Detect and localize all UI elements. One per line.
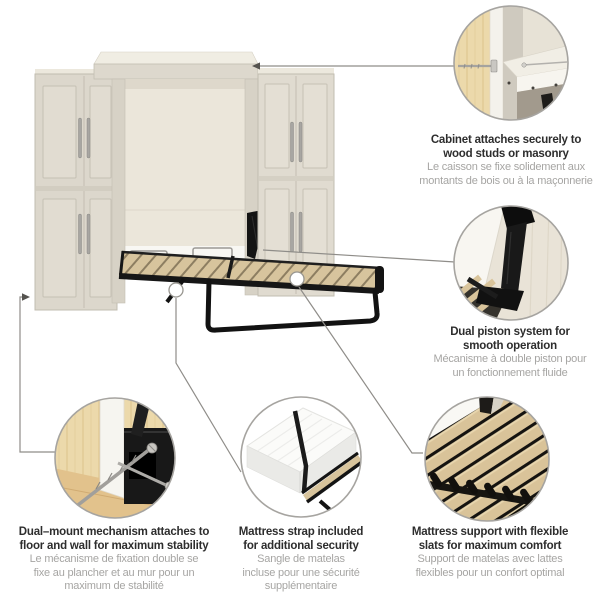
callout-mattress-strap: Mattress strap included for additional s… (226, 526, 376, 594)
wall-screw-icon (117, 461, 169, 488)
leader-dual-mount (19, 296, 57, 453)
leader-lines (19, 62, 456, 473)
callout-dual-piston: Dual piston system for smooth operation … (402, 326, 600, 380)
bed-leg-bar (205, 278, 380, 333)
bed-end-cap (375, 266, 384, 293)
left-cabinet-handles (78, 117, 91, 255)
callout-fr-line: Sangle de matelas (257, 553, 345, 565)
callout-en-line: wood studs or masonry (443, 147, 569, 160)
callout-fr-line: un fonctionnement fluide (452, 366, 568, 379)
detail-inset-cabinet-attachment (454, 6, 568, 120)
arrowhead-right-icon (22, 293, 30, 301)
callout-fr-line: incluse pour une sécurité (242, 566, 360, 579)
callout-en-line: floor and wall for maximum stability (19, 539, 209, 552)
callout-en-line: for additional security (243, 539, 359, 552)
callout-fr-line: fixe au plancher et au mur pour un (33, 566, 195, 579)
callout-en-line: slats for maximum comfort (418, 539, 562, 552)
callout-en-line: Dual piston system for (450, 326, 570, 338)
wall-screw-icon (522, 61, 568, 66)
detail-circle-dual-mount (54, 397, 176, 519)
callout-en-line: Cabinet attaches securely to (430, 134, 582, 146)
detail-inset-mattress-strap (241, 397, 361, 517)
callout-mattress-support: Mattress support with flexible slats for… (390, 526, 590, 580)
detail-inset-mattress-support (425, 397, 549, 521)
callout-fr-line: Mécanisme à double piston pour (433, 353, 587, 365)
murphy-bed-product (34, 51, 384, 333)
marker-dot-icon (289, 271, 305, 287)
callout-fr-line: Support de matelas avec lattes (417, 553, 563, 565)
callout-fr-line: montants de bois ou à la maçonnerie (419, 174, 593, 187)
marker-dot-icon (168, 282, 184, 298)
flexible-slat-caps (430, 472, 549, 507)
detail-inset-dual-piston (454, 206, 568, 320)
cabinet-left-wall (111, 78, 126, 304)
callout-fr-line: supplémentaire (264, 580, 338, 592)
leader-dual-piston (262, 249, 456, 263)
leader-mattress-strap (175, 298, 242, 473)
left-cabinet-top (35, 69, 117, 74)
floor-screw-icon (76, 447, 152, 507)
cornice-front (93, 63, 259, 80)
right-cabinet-handles (290, 121, 303, 253)
cabinet-interior-back (125, 79, 245, 273)
right-wardrobe-cabinet (257, 68, 335, 297)
arrowhead-left-icon (252, 62, 260, 70)
callout-en-line: Dual–mount mechanism attaches to (18, 526, 210, 538)
callout-fr-line: maximum de stabilité (64, 580, 164, 592)
callout-en-line: smooth operation (463, 339, 557, 352)
detail-inset-dual-mount (55, 398, 175, 518)
bed-slat-surface (119, 252, 381, 290)
callout-en-line: Mattress support with flexible (411, 526, 569, 538)
cornice-top (93, 51, 259, 65)
mattress-strap-band (292, 410, 309, 493)
right-cabinet-top (258, 68, 334, 74)
callout-fr-line: Le mécanisme de fixation double se (29, 553, 199, 565)
left-wardrobe-cabinet (34, 69, 118, 311)
callout-en-line: Mattress strap included (238, 526, 364, 538)
bed-platform (118, 250, 384, 333)
callout-dual-mount: Dual–mount mechanism attaches to floor a… (4, 526, 224, 594)
detail-circle-dual-piston (453, 205, 569, 321)
detail-circle-mattress-strap (240, 396, 362, 518)
callout-fr-line: flexibles pour un confort optimal (415, 566, 565, 579)
detail-circle-mattress-support (424, 396, 550, 522)
bed-front-rail (118, 273, 380, 294)
callout-fr-line: Le caisson se fixe solidement aux (427, 161, 585, 173)
detail-circle-cabinet-attachment (453, 5, 569, 121)
leader-mattress-support (298, 286, 423, 454)
callout-cabinet-attachment: Cabinet attaches securely to wood studs … (399, 134, 600, 188)
bed-center-rail (226, 255, 235, 279)
